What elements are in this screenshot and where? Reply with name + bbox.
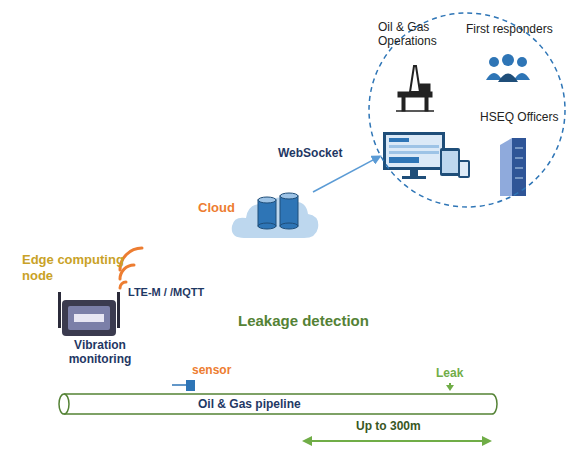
leak-pointer-arrow bbox=[446, 383, 454, 391]
cloud-node: Cloud bbox=[198, 184, 313, 242]
edge-node: Edge computing nodeVibration monitoring bbox=[22, 252, 172, 388]
node-label: First responders bbox=[466, 22, 562, 36]
stakeholder-group: Oil & Gas Operations First respondersHSEQ… bbox=[368, 12, 566, 208]
node-label: Cloud bbox=[198, 200, 242, 216]
node-label: Edge computing node bbox=[22, 252, 134, 283]
cloud-database-icon bbox=[232, 193, 319, 238]
node-sublabel: Vibration monitoring bbox=[58, 338, 142, 367]
node-label: sensor bbox=[192, 363, 232, 377]
protocol-label: LTE-M / /MQTT bbox=[128, 286, 204, 299]
people-icon bbox=[486, 54, 530, 82]
leak-label: Leak bbox=[436, 366, 463, 380]
dimension-arrow bbox=[302, 436, 492, 446]
node-label: HSEQ Officers bbox=[480, 110, 564, 124]
sensor-body bbox=[186, 380, 195, 391]
stakeholder-item: First responders bbox=[466, 22, 562, 42]
stakeholder-item: HSEQ Officers bbox=[480, 110, 564, 130]
node-label: Oil & Gas Operations bbox=[378, 20, 462, 49]
building-icon bbox=[500, 138, 526, 196]
sensor-node: sensor bbox=[186, 363, 232, 391]
edge-device-icon bbox=[58, 292, 120, 336]
connector bbox=[172, 384, 186, 386]
oil-rig-icon bbox=[396, 66, 434, 111]
edge-label: WebSocket bbox=[278, 146, 342, 160]
connector bbox=[313, 156, 380, 192]
section-title: Leakage detection bbox=[238, 312, 369, 330]
stakeholder-item: Oil & Gas Operations bbox=[378, 20, 462, 56]
node-label: Oil & Gas pipeline bbox=[198, 397, 338, 411]
pipeline: Oil & Gas pipeline bbox=[58, 393, 498, 415]
dashboard-screens-icon bbox=[383, 132, 470, 179]
dimension-label: Up to 300m bbox=[356, 419, 421, 433]
